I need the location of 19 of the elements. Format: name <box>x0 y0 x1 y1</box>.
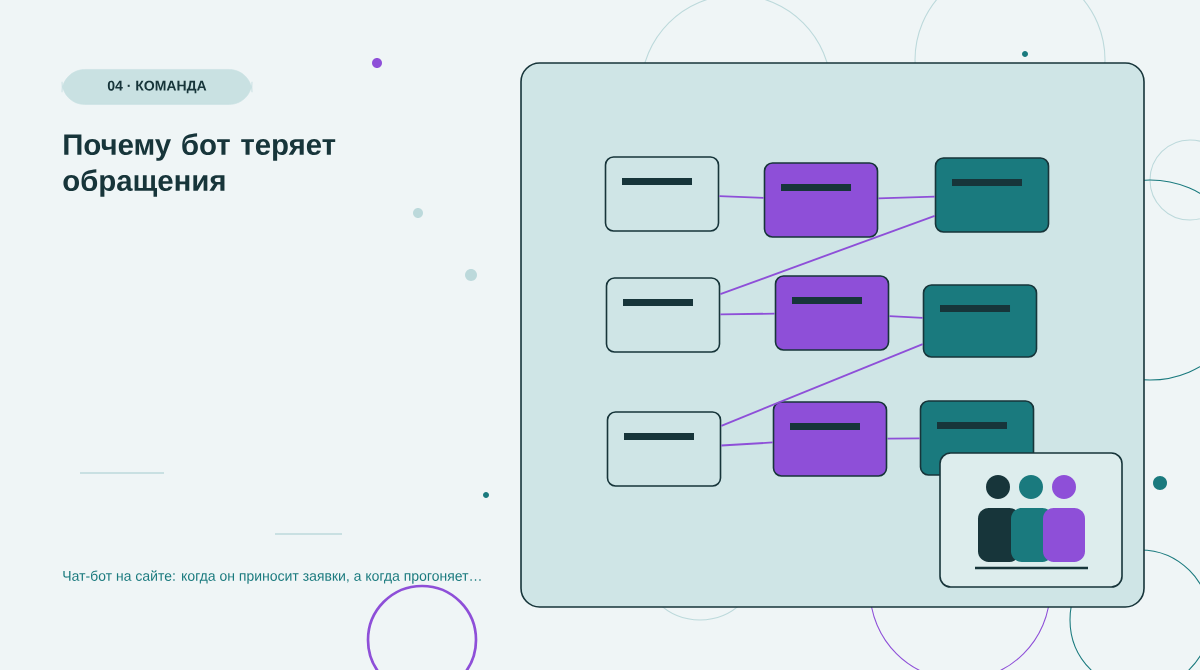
card-box <box>774 275 890 351</box>
connector-line <box>720 441 774 447</box>
card-box <box>934 157 1050 233</box>
card-box <box>922 284 1038 358</box>
card-box <box>605 277 721 353</box>
connector-line <box>719 312 776 316</box>
connector-line <box>886 437 921 440</box>
tag-pill: 04 · КОМАНДА <box>61 69 253 105</box>
caption: Чат-бот на сайте: когда он приносит заявки, а когда прогоняет… <box>63 570 481 584</box>
card-box <box>606 411 722 487</box>
connector-line <box>888 315 924 319</box>
connector-line <box>719 214 936 296</box>
connector-line <box>720 343 924 427</box>
card-box <box>763 162 879 238</box>
title: Почему бот теряет обращения <box>63 133 336 197</box>
card-box <box>604 156 720 232</box>
connector-line <box>877 195 936 200</box>
card-box <box>772 401 888 477</box>
connector-line <box>718 195 765 199</box>
